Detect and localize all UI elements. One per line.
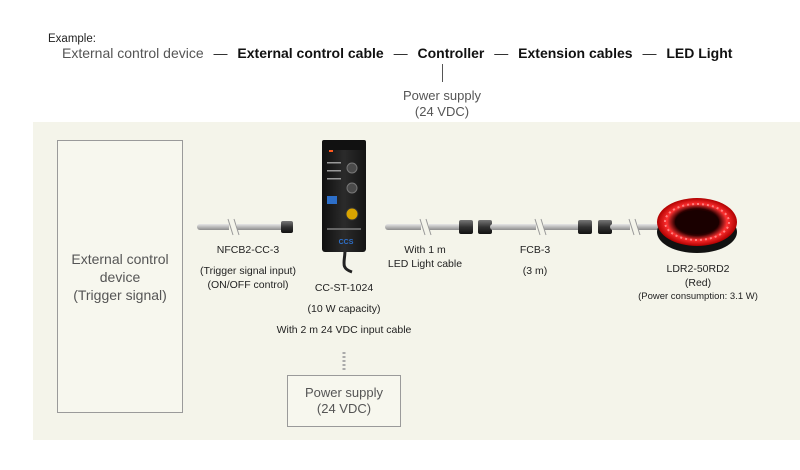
ldr-color: (Red) — [684, 277, 712, 289]
controller-unit — [322, 140, 366, 274]
nfcb-line2: (Trigger signal input) — [200, 265, 296, 277]
fcb-cable — [478, 218, 592, 236]
header-power-line1: Power supply — [402, 88, 482, 103]
power-supply-line1: Power supply — [304, 385, 384, 400]
led-cable-line2: LED Light cable — [387, 258, 463, 270]
controller-cable: With 2 m 24 VDC input cable — [276, 324, 412, 336]
controller-label: CC-ST-1024 (10 W capacity) With 2 m 24 V… — [264, 281, 424, 337]
external-device-box: External control device (Trigger signal) — [57, 140, 183, 413]
chain-controller: Controller — [417, 45, 485, 61]
nfcb-label: NFCB2-CC-3 (Trigger signal input) (ON/OF… — [178, 243, 318, 292]
fcb-model: FCB-3 — [519, 244, 551, 256]
led-cable-line1: With 1 m — [404, 244, 446, 256]
led-cable-label: With 1 m LED Light cable — [370, 243, 480, 271]
header-power-line2: (24 VDC) — [414, 104, 470, 119]
nfcb-cable — [197, 218, 293, 236]
ldr-power: (Power consumption: 3.1 W) — [638, 291, 758, 302]
led-ring-light — [657, 198, 737, 253]
chain-dash: — — [642, 45, 657, 61]
nfcb-model: NFCB2-CC-3 — [216, 244, 280, 256]
example-label: Example: — [48, 33, 96, 45]
ldr-cable — [598, 218, 660, 236]
controller-model: CC-ST-1024 — [314, 282, 374, 294]
power-supply-line2: (24 VDC) — [316, 401, 372, 416]
chain-dash: — — [494, 45, 509, 61]
ldr-model: LDR2-50RD2 — [666, 263, 730, 275]
header-power-supply: Power supply (24 VDC) — [372, 88, 512, 120]
chain-dash: — — [213, 45, 228, 61]
controller-capacity: (10 W capacity) — [307, 303, 381, 315]
chain-external-device: External control device — [62, 45, 204, 61]
fcb-length: (3 m) — [522, 265, 548, 277]
external-device-line2: device — [99, 268, 141, 285]
chain-external-cable: External control cable — [237, 45, 384, 61]
external-device-line3: (Trigger signal) — [73, 286, 167, 303]
fcb-label: FCB-3 (3 m) — [500, 243, 570, 278]
external-device-line1: External control — [71, 250, 169, 267]
nfcb-line3: (ON/OFF control) — [207, 279, 289, 291]
chain-extension-cables: Extension cables — [518, 45, 633, 61]
controller-brand: CCS — [339, 239, 354, 246]
chain-dash: — — [393, 45, 408, 61]
led-light-cable — [385, 218, 473, 236]
chain-led-light: LED Light — [666, 45, 733, 61]
power-supply-box: Power supply (24 VDC) — [287, 375, 401, 427]
signal-chain: External control device — External contr… — [62, 45, 732, 61]
header-power-connector — [442, 64, 443, 82]
ldr-label: LDR2-50RD2 (Red) (Power consumption: 3.1… — [608, 262, 788, 304]
